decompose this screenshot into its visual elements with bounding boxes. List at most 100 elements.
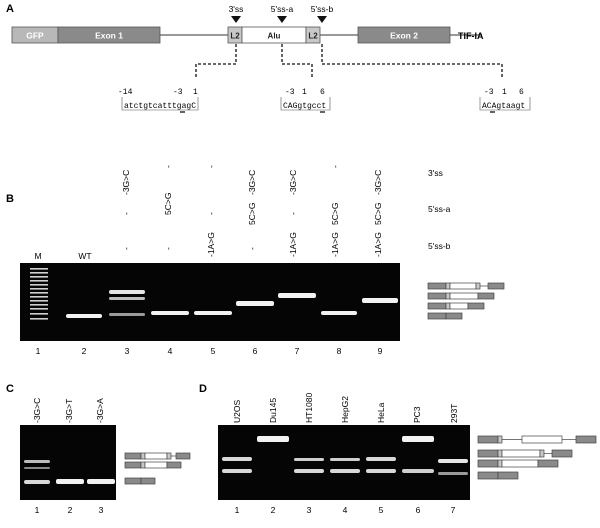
svg-text:6: 6: [519, 88, 524, 97]
svg-text:5C>G: 5C>G: [330, 203, 340, 225]
svg-text:Alu: Alu: [268, 32, 281, 41]
svg-text:2: 2: [82, 346, 87, 356]
panel-c-schematics: [124, 452, 191, 485]
panel-c-lane-numbers: 1 2 3: [35, 505, 104, 515]
band: [151, 311, 189, 315]
band: [366, 457, 396, 461]
connector-2: [281, 44, 313, 79]
svg-text:L2: L2: [230, 32, 240, 41]
svg-text:GFP: GFP: [26, 31, 44, 41]
wt-label: WT: [78, 251, 91, 261]
site-5ssb: 5'ss-b: [311, 4, 334, 23]
svg-text:293T: 293T: [449, 404, 459, 423]
band: [402, 436, 434, 442]
band: [194, 311, 232, 315]
panel-b-conditions: -3G>C - - - 5C>G - - - -1A>G -3G>C 5C>G …: [121, 165, 383, 257]
svg-text:L2: L2: [308, 32, 318, 41]
svg-text:-: -: [163, 165, 173, 168]
svg-text:CAGgtgcct: CAGgtgcct: [283, 102, 326, 111]
svg-text:HeLa: HeLa: [376, 402, 386, 423]
band: [330, 469, 360, 473]
svg-text:3: 3: [125, 346, 130, 356]
band: [321, 311, 357, 315]
gel-b: [20, 263, 400, 341]
exon2-block: Exon 2: [357, 26, 451, 44]
band: [294, 458, 324, 461]
svg-text:1: 1: [193, 88, 198, 97]
arrow-down-icon: [317, 16, 327, 23]
svg-text:-3G>C: -3G>C: [247, 170, 257, 195]
gene-label: TIF-IA: [458, 31, 484, 41]
svg-text:5: 5: [379, 505, 384, 515]
svg-text:-: -: [288, 212, 298, 215]
panel-d-lane-labels: U2OS Du145 HT1080 HepG2 HeLa PC3 293T: [232, 392, 459, 423]
svg-text:-: -: [206, 212, 216, 215]
row-label-5ssa: 5'ss-a: [428, 204, 451, 214]
svg-text:-: -: [247, 247, 257, 250]
svg-text:5C>G: 5C>G: [163, 193, 173, 215]
panel-d-schematics: [477, 435, 597, 480]
svg-text:9: 9: [378, 346, 383, 356]
svg-text:2: 2: [271, 505, 276, 515]
svg-text:6: 6: [416, 505, 421, 515]
panel-a-letter: A: [6, 3, 14, 15]
band: [222, 457, 252, 461]
svg-text:-14: -14: [118, 88, 133, 97]
svg-text:5: 5: [211, 346, 216, 356]
svg-text:1: 1: [502, 88, 507, 97]
arrow-down-icon: [231, 16, 241, 23]
gfp-block: GFP: [11, 26, 59, 44]
band: [222, 469, 252, 473]
site-5ssa: 5'ss-a: [271, 4, 294, 23]
band: [87, 479, 115, 484]
svg-text:-3: -3: [484, 88, 494, 97]
svg-text:1: 1: [235, 505, 240, 515]
svg-text:Du145: Du145: [268, 398, 278, 423]
svg-text:-1A>G: -1A>G: [373, 232, 383, 257]
band: [109, 313, 145, 316]
panel-c-letter: C: [6, 383, 14, 395]
band: [438, 472, 468, 475]
svg-text:7: 7: [295, 346, 300, 356]
svg-text:-3G>C: -3G>C: [32, 398, 42, 423]
svg-text:-1A>G: -1A>G: [288, 232, 298, 257]
svg-text:-3G>C: -3G>C: [288, 170, 298, 195]
svg-text:HepG2: HepG2: [340, 396, 350, 423]
svg-text:8: 8: [337, 346, 342, 356]
row-label-5ssb: 5'ss-b: [428, 241, 451, 251]
svg-text:6: 6: [320, 88, 325, 97]
band: [56, 479, 84, 484]
band: [24, 480, 50, 484]
band: [24, 460, 50, 463]
panel-d-lane-numbers: 1 2 3 4 5 6 7: [235, 505, 456, 515]
band: [438, 459, 468, 463]
svg-text:-1A>G: -1A>G: [330, 232, 340, 257]
svg-text:-: -: [121, 247, 131, 250]
svg-text:-3: -3: [173, 88, 183, 97]
svg-text:4: 4: [343, 505, 348, 515]
svg-text:-3G>C: -3G>C: [121, 170, 131, 195]
svg-text:5C>G: 5C>G: [373, 203, 383, 225]
panel-b-letter: B: [6, 193, 14, 205]
l2-left-block: L2: [227, 26, 243, 44]
panel-d-letter: D: [199, 383, 207, 395]
svg-text:Exon 1: Exon 1: [95, 31, 123, 41]
exon1-block: Exon 1: [57, 26, 161, 44]
svg-text:HT1080: HT1080: [304, 392, 314, 423]
band: [294, 469, 324, 473]
svg-text:U2OS: U2OS: [232, 400, 242, 423]
svg-text:5'ss-b: 5'ss-b: [311, 4, 334, 14]
connector-1: [195, 44, 237, 79]
sequence-5ssb: -3 1 6 ACAgtaagt: [479, 88, 531, 113]
svg-text:5C>G: 5C>G: [247, 203, 257, 225]
svg-text:-3: -3: [285, 88, 295, 97]
svg-text:6: 6: [253, 346, 258, 356]
svg-text:ACAgtaagt: ACAgtaagt: [482, 102, 525, 111]
svg-text:-3G>A: -3G>A: [95, 398, 105, 423]
connector-3: [321, 44, 503, 79]
svg-text:-: -: [330, 165, 340, 168]
band: [109, 290, 145, 294]
band: [257, 436, 289, 442]
svg-text:5'ss-a: 5'ss-a: [271, 4, 294, 14]
